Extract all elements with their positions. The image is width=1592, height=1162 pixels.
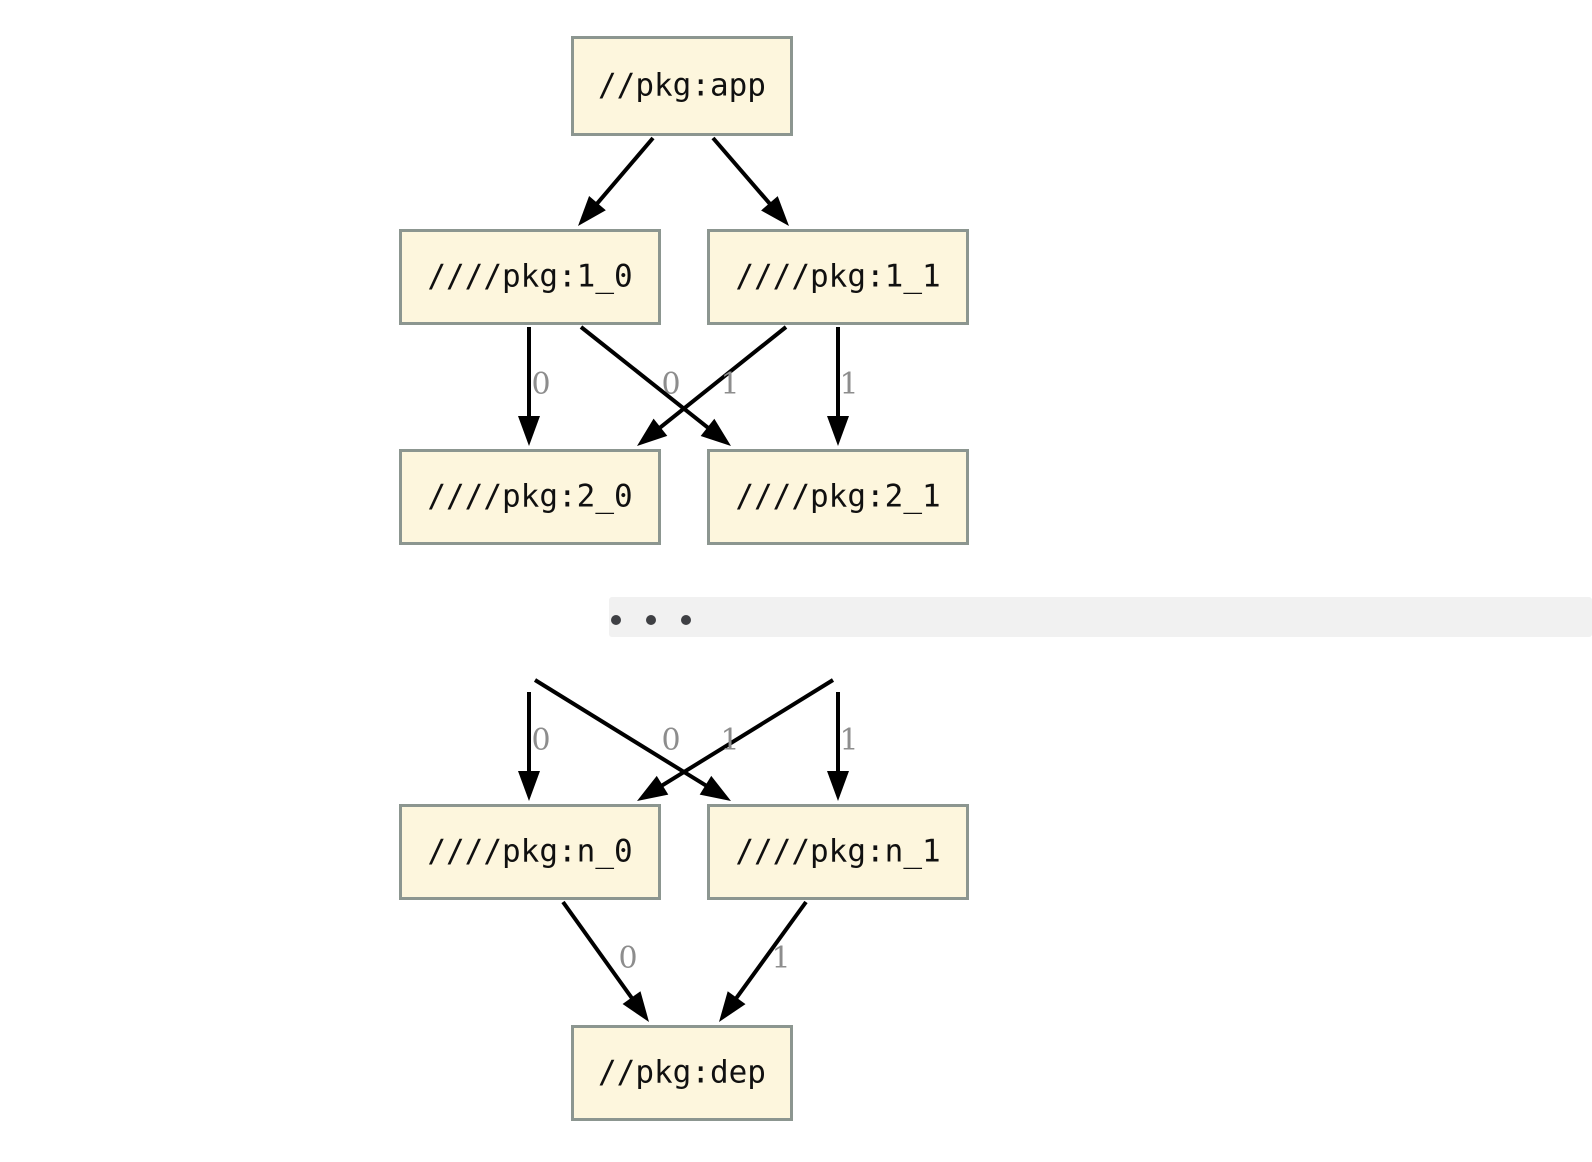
edge-label: 0: [531, 367, 550, 402]
graph-edge: 0: [518, 327, 551, 446]
edge-line: [593, 136, 655, 208]
node-label: //pkg:dep: [598, 1055, 766, 1091]
node-label: ////pkg:n_0: [427, 834, 632, 870]
edge-arrowhead: [827, 771, 849, 801]
edge-arrowhead: [622, 991, 649, 1022]
ellipsis-section: [609, 597, 1592, 637]
graph-node-ln_1[interactable]: ////pkg:n_1: [707, 804, 969, 900]
graph-node-l2_1[interactable]: ////pkg:2_1: [707, 449, 969, 545]
ellipsis-dot: [681, 615, 691, 625]
edge-label: 1: [839, 723, 858, 758]
edge-arrowhead: [637, 418, 668, 446]
graph-edge: 1: [827, 327, 859, 446]
edge-line: [711, 136, 774, 208]
graph-edge: 0: [518, 692, 551, 801]
edge-label: 0: [531, 723, 550, 758]
ellipsis-band: [609, 597, 1592, 637]
graph-edge: [711, 136, 789, 226]
edge-label: 0: [661, 723, 680, 758]
edge-arrowhead: [719, 991, 746, 1022]
edge-label: 1: [720, 367, 739, 402]
node-label: ////pkg:2_1: [735, 479, 940, 515]
edge-label: 0: [618, 941, 637, 976]
edge-line: [579, 325, 712, 432]
edge-arrowhead: [518, 416, 540, 446]
node-label: //pkg:app: [598, 68, 766, 104]
graph-node-ln_0[interactable]: ////pkg:n_0: [399, 804, 661, 900]
node-box[interactable]: [571, 1025, 793, 1121]
edge-label: 0: [661, 367, 680, 402]
graph-edge: 0: [561, 900, 649, 1022]
edge-arrowhead: [700, 418, 731, 446]
graph-edge: 1: [719, 900, 808, 1022]
graph-node-dep[interactable]: //pkg:dep: [571, 1025, 793, 1121]
graph-node-app[interactable]: //pkg:app: [571, 36, 793, 136]
graph-edge: 0: [533, 678, 731, 801]
edge-arrowhead: [761, 196, 789, 226]
graph-edge: 1: [827, 692, 859, 801]
edge-arrowhead: [637, 775, 669, 801]
edge-line: [533, 678, 710, 790]
edge-label: 1: [839, 367, 858, 402]
node-box[interactable]: [399, 804, 661, 900]
edge-line: [656, 325, 788, 432]
edge-arrowhead: [699, 775, 731, 801]
edge-line: [732, 900, 808, 1003]
graph-edge: 1: [637, 325, 788, 446]
nodes-layer: //pkg:app ////pkg:1_0 ////pkg:1_1 ////pkg:2…: [399, 36, 969, 1121]
node-box[interactable]: [707, 229, 969, 325]
node-label: ////pkg:1_0: [427, 259, 632, 295]
node-label: ////pkg:n_1: [735, 834, 940, 870]
node-label: ////pkg:1_1: [735, 259, 940, 295]
edge-line: [561, 900, 636, 1003]
node-box[interactable]: [399, 449, 661, 545]
node-box[interactable]: [399, 229, 661, 325]
graph-node-l1_0[interactable]: ////pkg:1_0: [399, 229, 661, 325]
node-box[interactable]: [707, 449, 969, 545]
graph-node-l1_1[interactable]: ////pkg:1_1: [707, 229, 969, 325]
graph-node-l2_0[interactable]: ////pkg:2_0: [399, 449, 661, 545]
ellipsis-dot: [646, 615, 656, 625]
edge-label: 1: [771, 941, 790, 976]
node-label: ////pkg:2_0: [427, 479, 632, 515]
ellipsis-dot: [611, 615, 621, 625]
edge-arrowhead: [578, 196, 606, 226]
node-box[interactable]: [571, 36, 793, 136]
edge-label: 1: [720, 723, 739, 758]
graph-edge: [578, 136, 655, 226]
graph-edge: 1: [637, 678, 835, 801]
edges-layer: 0 0 1 1 0 0 1 1 0 1: [518, 136, 859, 1022]
edge-arrowhead: [518, 771, 540, 801]
edge-line: [658, 678, 835, 790]
graph-edge: 0: [579, 325, 731, 446]
edge-arrowhead: [827, 416, 849, 446]
node-box[interactable]: [707, 804, 969, 900]
